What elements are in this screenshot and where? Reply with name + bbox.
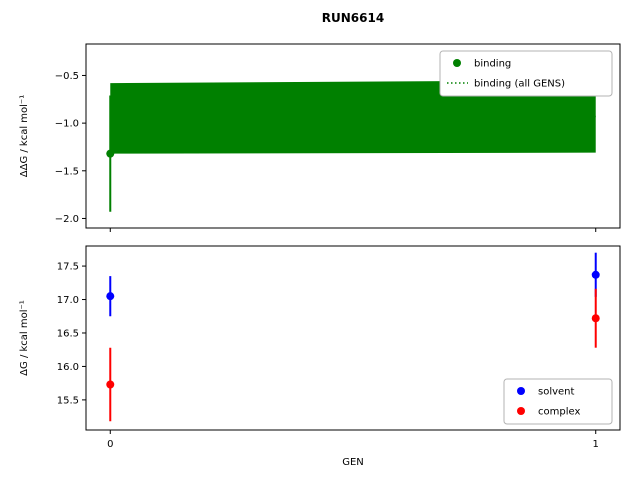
y-tick-label: 17.0: [57, 295, 79, 306]
x-axis-label: GEN: [342, 457, 364, 468]
y-axis-label: ΔΔG / kcal mol⁻¹: [19, 95, 30, 177]
confidence-band: [110, 80, 596, 154]
legend-label-binding: binding: [474, 59, 511, 70]
solvent-point: [591, 270, 600, 279]
chart-title: RUN6614: [322, 11, 384, 25]
x-tick-label: 1: [593, 439, 599, 450]
legend-marker-complex: [517, 407, 525, 415]
axes-frame: [85, 245, 621, 431]
y-tick-label: −1.5: [55, 166, 79, 177]
complex-point: [591, 314, 600, 323]
legend-box: [439, 50, 613, 97]
y-tick-label: −2.0: [55, 214, 79, 225]
y-tick-label: −1.0: [55, 119, 79, 130]
y-axis-label: ΔG / kcal mol⁻¹: [19, 300, 30, 376]
x-tick-label: 0: [107, 439, 113, 450]
all-gens-mean-line: [110, 115, 596, 120]
complex-point: [106, 380, 115, 389]
legend-marker-binding: [453, 59, 461, 67]
legend-label-complex: complex: [538, 407, 580, 418]
legend-label-solvent: solvent: [538, 387, 575, 398]
y-tick-label: 16.0: [57, 362, 79, 373]
axes-frame: [85, 43, 621, 229]
y-tick-label: 16.5: [57, 328, 79, 339]
legend-box: [503, 378, 613, 425]
solvent-point: [106, 292, 115, 301]
legend-marker-solvent: [517, 387, 525, 395]
legend-label-binding-all-gens: binding (all GENS): [474, 79, 565, 90]
y-tick-label: 17.5: [57, 262, 79, 273]
y-tick-label: 15.5: [57, 395, 79, 406]
binding-point: [106, 149, 115, 158]
y-tick-label: −0.5: [55, 71, 79, 82]
